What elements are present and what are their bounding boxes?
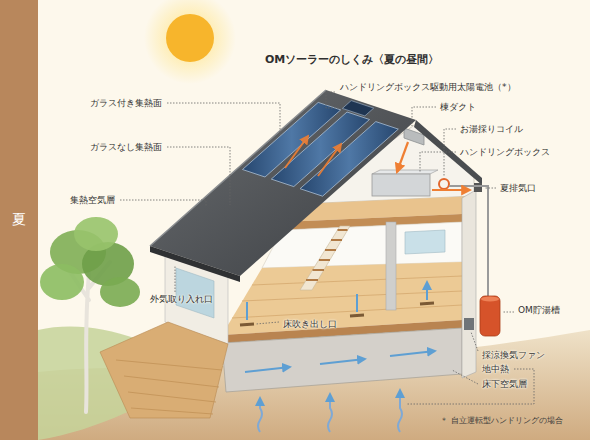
sun-glow: [144, 0, 236, 84]
leader-line: [326, 92, 340, 108]
sun: [166, 14, 214, 62]
hot-water-coil: [439, 179, 449, 189]
leader-line: [256, 322, 279, 324]
ground-heat-arrow: [328, 394, 332, 432]
leader-line: [406, 369, 534, 404]
hot-water-tank: [480, 296, 500, 336]
tank-top: [481, 297, 499, 302]
pipe: [449, 186, 488, 296]
deck-planks: [116, 360, 222, 414]
leader-lines: [120, 92, 534, 404]
leader-line: [175, 266, 176, 292]
roof-eave: [150, 246, 240, 282]
part-label: 集熱空気層: [70, 195, 115, 206]
leader-line: [452, 370, 478, 384]
floor-outlet: [240, 303, 434, 325]
stair: [300, 226, 350, 290]
ground-heat-arrow: [258, 398, 262, 432]
warm-air-arrow: [397, 142, 408, 172]
leader-line: [485, 188, 496, 189]
part-label: ハンドリングボックス: [460, 147, 550, 158]
cooling-fan: [464, 318, 474, 330]
pv-panel: [342, 101, 373, 116]
cool-air-arrow: [390, 351, 435, 356]
part-label: OM貯湯槽: [518, 305, 560, 316]
leader-line: [444, 129, 456, 177]
part-label: お湯採りコイル: [460, 124, 523, 135]
tree-foliage: [74, 217, 118, 251]
summer-exhaust: [474, 183, 482, 192]
outer-wall: [462, 190, 476, 378]
glass-panel: [300, 122, 398, 197]
leader-line: [471, 332, 478, 351]
leader-line: [120, 200, 206, 206]
stair-steps: [306, 230, 348, 280]
part-label: 地中熱: [482, 364, 509, 375]
handling-box-top: [372, 170, 438, 174]
part-label: 夏排気口: [500, 183, 536, 194]
part-label: ガラス付き集熱面: [90, 98, 162, 109]
warm-air-arrow: [318, 144, 341, 176]
part-label: ハンドリングボックス駆動用太陽電池（*）: [340, 82, 516, 93]
roof: [150, 90, 416, 276]
cool-air-arrow: [320, 359, 365, 364]
part-label: 棟ダクト: [440, 102, 476, 113]
exhaust-arrow: [432, 189, 470, 191]
footnote: ＊ 自立運転型ハンドリングの場合: [440, 416, 563, 426]
diagram-title: OMソーラーのしくみ〈夏の昼間〉: [265, 53, 439, 66]
tree-foliage: [40, 264, 84, 300]
part-label: 床吹き出し口: [283, 319, 337, 330]
ground-heat-arrow: [398, 390, 402, 432]
leader-line: [167, 103, 280, 135]
leader-line: [502, 312, 514, 313]
warm-air-arrow: [285, 136, 308, 168]
cool-air-arrow: [247, 282, 427, 320]
leader-line: [167, 147, 230, 205]
handling-box: [372, 174, 430, 196]
cool-air-arrow: [245, 367, 290, 372]
season-label: 夏: [12, 212, 26, 227]
duct-column: [386, 222, 396, 310]
underfloor-air-layer: [222, 328, 462, 392]
tree-foliage: [100, 277, 140, 307]
leader-line: [412, 107, 436, 126]
window: [176, 268, 214, 318]
part-label: 外気取り入れ口: [150, 294, 213, 305]
season-band: 夏: [0, 0, 38, 440]
leader-line: [420, 152, 456, 172]
window: [405, 230, 445, 254]
part-label: 採涼換気ファン: [482, 350, 545, 361]
part-label: ガラスなし集熱面: [90, 142, 162, 153]
part-label: 床下空気層: [482, 379, 527, 390]
wood-deck: [100, 322, 228, 418]
